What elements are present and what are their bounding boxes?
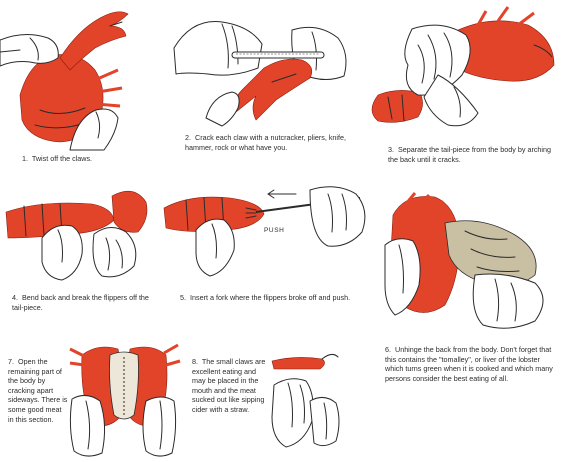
step-8-number: 8. <box>192 357 198 366</box>
step-2-text: Crack each claw with a nutcracker, plier… <box>185 133 346 152</box>
push-label: PUSH <box>264 227 284 234</box>
step-3-text: Separate the tail-piece from the body by… <box>388 145 551 164</box>
step-5-number: 5. <box>180 293 186 302</box>
step-4-number: 4. <box>12 293 18 302</box>
step-4-caption: 4. Bend back and break the flippers off … <box>12 293 162 312</box>
step-7-illustration <box>68 335 180 460</box>
step-5-caption: 5. Insert a fork where the flippers brok… <box>180 293 360 303</box>
step-8-illustration <box>266 345 346 450</box>
step-3-illustration <box>358 5 558 140</box>
step-1-illustration <box>0 0 140 150</box>
step-1-number: 1. <box>22 154 28 163</box>
step-7-caption: 7. Open the remaining part of the body b… <box>8 357 68 424</box>
step-3-number: 3. <box>388 145 394 154</box>
step-5-illustration: PUSH <box>160 180 375 280</box>
step-7-number: 7. <box>8 357 14 366</box>
step-1-caption: 1. Twist off the claws. <box>22 154 142 164</box>
step-4-text: Bend back and break the flippers off the… <box>12 293 149 312</box>
step-6-caption: 6. Unhinge the back from the body. Don't… <box>385 345 557 383</box>
step-8-caption: 8. The small claws are excellent eating … <box>192 357 267 415</box>
step-8-text: The small claws are excellent eating and… <box>192 357 265 414</box>
step-4-illustration <box>2 182 152 282</box>
step-2-illustration <box>172 8 352 126</box>
step-1-text: Twist off the claws. <box>32 154 92 163</box>
step-2-number: 2. <box>185 133 191 142</box>
step-6-text: Unhinge the back from the body. Don't fo… <box>385 345 553 383</box>
step-2-caption: 2. Crack each claw with a nutcracker, pl… <box>185 133 350 152</box>
step-7-text: Open the remaining part of the body by c… <box>8 357 67 424</box>
step-6-number: 6. <box>385 345 391 354</box>
step-3-caption: 3. Separate the tail-piece from the body… <box>388 145 558 164</box>
step-6-illustration <box>385 175 555 335</box>
step-5-text: Insert a fork where the flippers broke o… <box>190 293 350 302</box>
